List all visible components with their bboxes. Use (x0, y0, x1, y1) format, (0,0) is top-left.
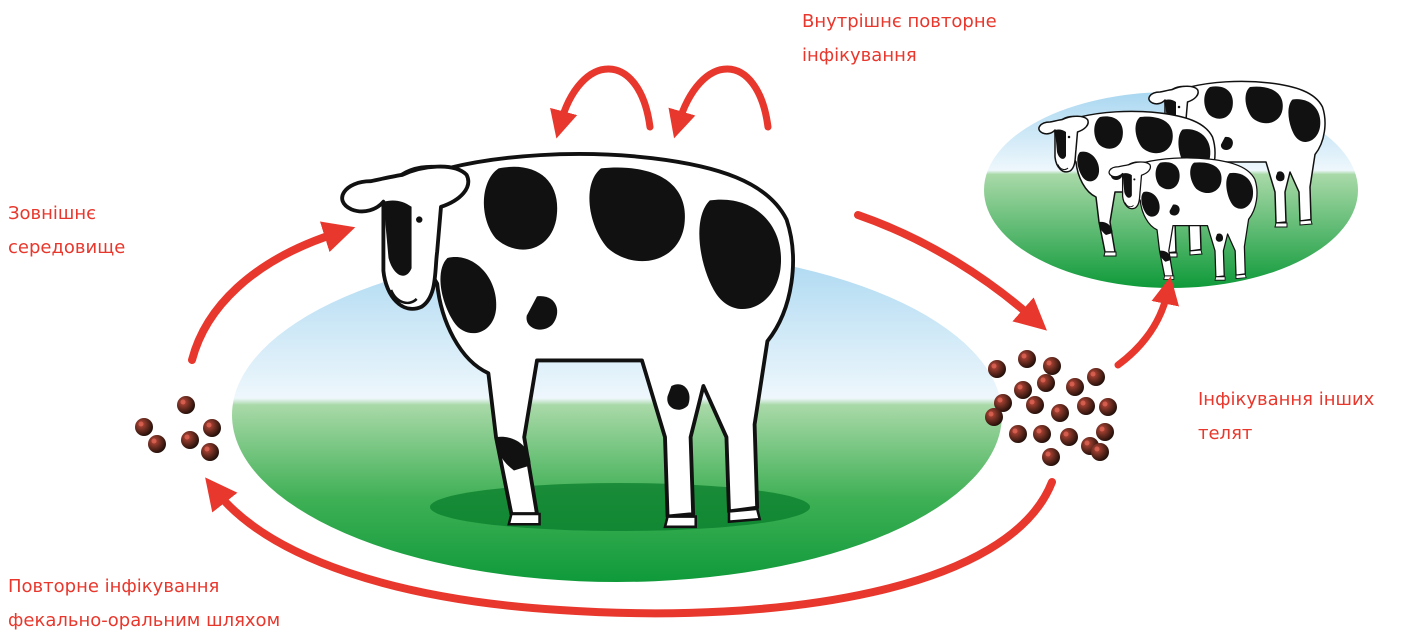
label-fecal-oral-reinfection-line2: фекально-оральним шляхом (8, 604, 280, 638)
oocyst-cluster-right-icon (985, 350, 1117, 466)
label-internal-reinfection-line2: інфікування (802, 39, 997, 73)
label-infection-other-calves: Інфікування інших телят (1198, 383, 1374, 451)
label-infection-other-calves-line2: телят (1198, 417, 1374, 451)
label-external-environment: Зовнішнє середовище (8, 197, 125, 265)
internal-reinfection-arrows (560, 69, 768, 127)
infection-other-calves-arrow (1118, 290, 1168, 365)
label-fecal-oral-reinfection: Повторне інфікування фекально-оральним ш… (8, 570, 280, 638)
oocyst-cluster-left-icon (135, 396, 221, 461)
label-internal-reinfection-line1: Внутрішнє повторне (802, 5, 997, 39)
label-external-environment-line2: середовище (8, 231, 125, 265)
label-external-environment-line1: Зовнішнє (8, 197, 125, 231)
label-infection-other-calves-line1: Інфікування інших (1198, 383, 1374, 417)
label-internal-reinfection: Внутрішнє повторне інфікування (802, 5, 997, 73)
label-fecal-oral-reinfection-line1: Повторне інфікування (8, 570, 280, 604)
